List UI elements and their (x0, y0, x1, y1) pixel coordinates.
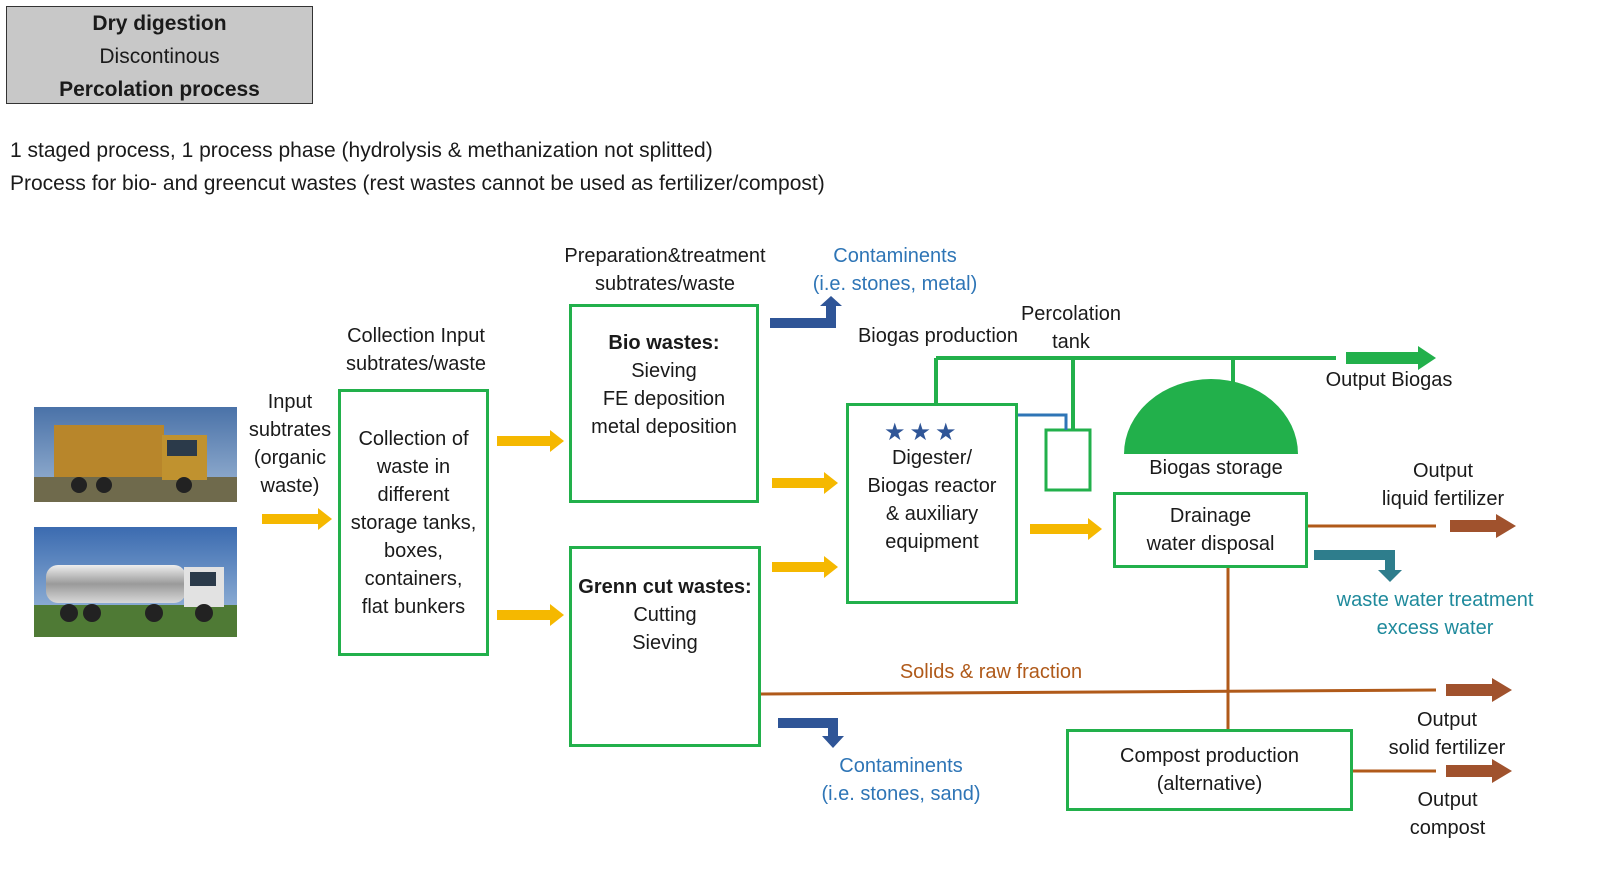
compost-line: (alternative) (1156, 773, 1263, 795)
biogas-storage-dome (1124, 379, 1298, 454)
arrow-input (262, 508, 332, 530)
output-compost-line: compost (1409, 817, 1486, 839)
arrow-output-compost (1446, 759, 1512, 783)
intro-line-1: 1 staged process, 1 process phase (hydro… (10, 139, 713, 162)
contam-bottom-line: Contaminents (839, 755, 963, 777)
process-title-box: Dry digestion Discontinous Percolation p… (6, 6, 313, 104)
output-liquid-label: Output liquid fertilizer (1362, 457, 1524, 513)
green-cut-line: Sieving (632, 632, 698, 654)
compost-line: Compost production (1120, 745, 1299, 767)
contam-top-line: Contaminents (833, 245, 957, 267)
output-compost-line: Output (1417, 789, 1478, 811)
contaminants-bottom-label: Contaminents (i.e. stones, sand) (806, 752, 996, 808)
digester-line: Digester/ (891, 447, 973, 469)
drainage-line: Drainage (1169, 505, 1252, 527)
collection-line: storage tanks, (350, 511, 477, 534)
output-liquid-line: liquid fertilizer (1381, 488, 1505, 510)
percolation-line: Percolation (1020, 303, 1122, 325)
waste-water-line: excess water (1376, 617, 1494, 639)
tanker-truck-image (34, 527, 237, 637)
bio-wastes-heading: Bio wastes: (608, 332, 720, 354)
collection-line: boxes, (384, 539, 443, 562)
arrow-green-to-digester (772, 556, 838, 578)
truck-image (34, 407, 237, 502)
drainage-box: Drainage water disposal (1113, 492, 1308, 568)
compost-box: Compost production (alternative) (1066, 729, 1353, 811)
percolation-tank (1044, 428, 1092, 492)
intro-line-2: Process for bio- and greencut wastes (re… (10, 172, 825, 195)
contam-bottom-line: (i.e. stones, sand) (821, 783, 981, 805)
input-label-line: Input (267, 391, 313, 413)
waste-water-line: waste water treatment (1336, 589, 1534, 611)
contam-top-line: (i.e. stones, metal) (812, 273, 978, 295)
collection-line: flat bunkers (361, 595, 466, 618)
collection-header-line: subtrates/waste (345, 353, 487, 375)
output-solid-line: solid fertilizer (1388, 737, 1506, 759)
prep-header: Preparation&treatment subtrates/waste (548, 242, 782, 298)
title-line-2: Discontinous (99, 45, 220, 68)
digester-line: & auxiliary (885, 503, 979, 525)
output-compost-label: Output compost (1390, 786, 1505, 842)
collection-line: different (377, 483, 450, 506)
digester-line: equipment (885, 531, 979, 553)
input-label-line: subtrates (248, 419, 332, 441)
percolation-line: tank (1052, 331, 1090, 353)
arrow-to-green (497, 604, 564, 626)
arrow-to-bio (497, 430, 564, 452)
green-cut-line: Cutting (633, 604, 697, 626)
contaminants-top-label: Contaminents (i.e. stones, metal) (800, 242, 990, 298)
output-solid-label: Output solid fertilizer (1372, 706, 1522, 762)
green-cut-heading: Grenn cut wastes: (578, 576, 752, 598)
collection-line: waste in (376, 455, 451, 478)
percolation-tank-label: Percolation tank (1010, 300, 1132, 356)
arrow-digester-to-drainage (1030, 518, 1102, 540)
collection-header-line: Collection Input (347, 325, 485, 347)
collection-header: Collection Input subtrates/waste (330, 322, 502, 378)
biogas-production-label: Biogas production (857, 325, 1019, 347)
solids-label: Solids & raw fraction (899, 661, 1083, 683)
arrow-output-biogas (1346, 346, 1436, 370)
prep-header-line: subtrates/waste (594, 273, 736, 295)
output-biogas-label: Output Biogas (1325, 369, 1453, 391)
input-label: Input subtrates (organic waste) (240, 388, 340, 500)
biogas-storage-label: Biogas storage (1149, 457, 1283, 479)
prep-header-line: Preparation&treatment (564, 245, 766, 267)
waste-water-label: waste water treatment excess water (1320, 586, 1550, 642)
arrow-contam-top (770, 296, 842, 328)
digester-line: Biogas reactor (867, 475, 997, 497)
bio-wastes-line: metal deposition (591, 416, 737, 438)
bio-wastes-line: Sieving (631, 360, 697, 382)
digester-box: Digester/ Biogas reactor & auxiliary equ… (846, 403, 1018, 604)
input-label-line: waste) (260, 475, 320, 497)
green-cut-box: Grenn cut wastes: Cutting Sieving (569, 546, 761, 747)
yellow-arrows (262, 430, 1102, 626)
collection-line: containers, (364, 567, 463, 590)
title-line-1: Dry digestion (92, 12, 227, 35)
arrow-bio-to-digester (772, 472, 838, 494)
output-liquid-line: Output (1412, 460, 1474, 482)
collection-line: Collection of (358, 427, 469, 450)
title-line-3: Percolation process (59, 78, 260, 101)
arrow-contam-bottom (778, 718, 844, 748)
input-label-line: (organic (253, 447, 327, 469)
arrow-output-liquid (1450, 514, 1516, 538)
star-icons: ★★★ (884, 419, 961, 446)
arrow-waste-water (1314, 550, 1402, 582)
arrow-output-solid (1446, 678, 1512, 702)
output-solid-line: Output (1416, 709, 1478, 731)
bio-wastes-box: Bio wastes: Sieving FE deposition metal … (569, 304, 759, 503)
drainage-line: water disposal (1146, 533, 1275, 555)
collection-box: Collection of waste in different storage… (338, 389, 489, 656)
bio-wastes-line: FE deposition (602, 388, 726, 410)
